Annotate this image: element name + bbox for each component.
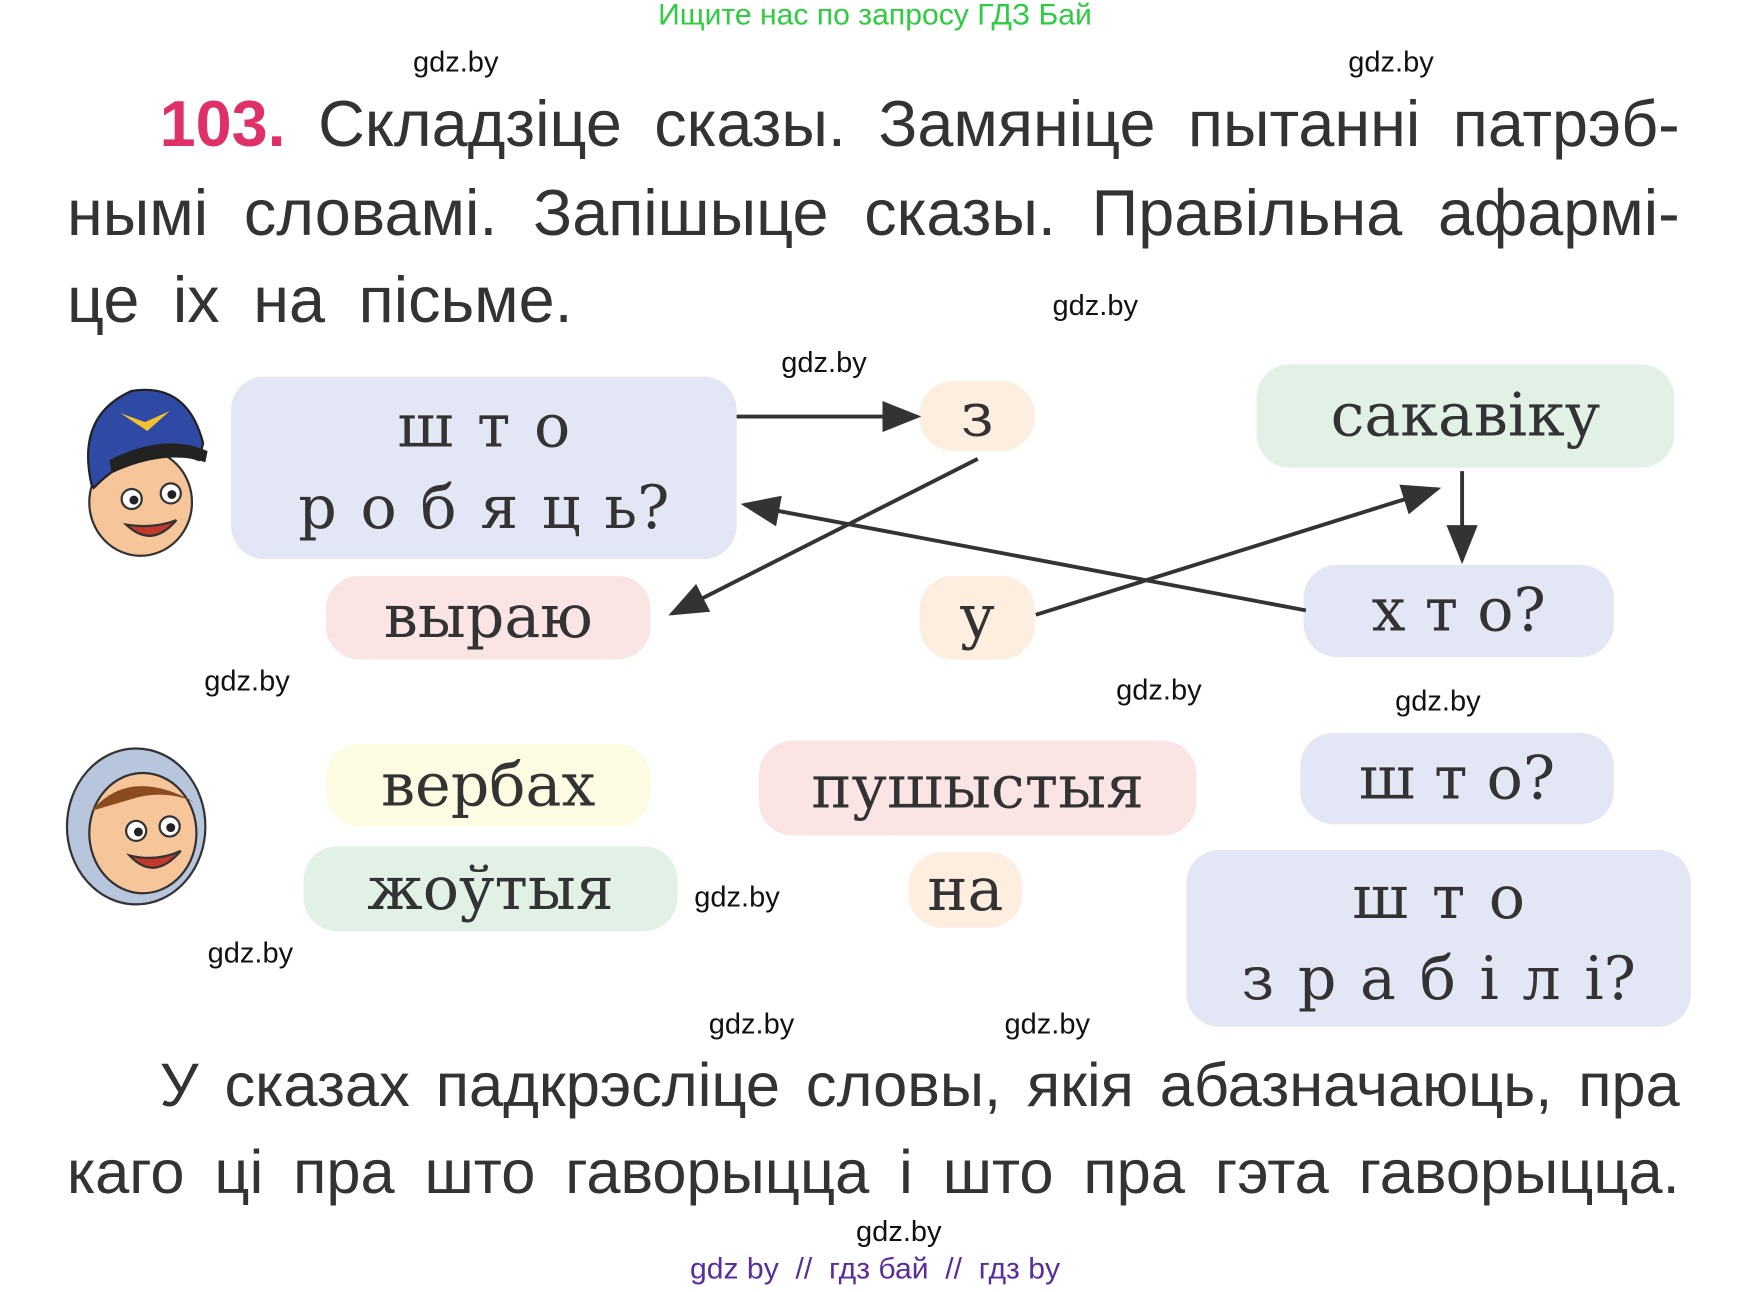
watermark: gdz.by <box>1348 44 1434 78</box>
watermark: gdz.by <box>1004 1006 1090 1041</box>
task-text: Складзіце сказы. Замяніце пытанні патрэб… <box>318 87 1680 161</box>
footer-links[interactable]: gdz by // гдз бай // гдз by <box>689 1251 1061 1286</box>
watermark: gdz.by <box>412 44 499 78</box>
word-box-zhoutyya: жоўтыя <box>303 846 678 932</box>
word-box-what-did: ш т о з р а б і л і? <box>1186 849 1691 1027</box>
word-box-verbakh: вербах <box>325 744 651 827</box>
watermark: gdz.by <box>694 879 780 914</box>
word-box-u: у <box>919 575 1035 660</box>
word-box-who: х т о? <box>1303 564 1614 658</box>
task-number: 103. <box>159 87 286 161</box>
word-box-what-q: ш т о? <box>1300 732 1614 825</box>
watermark: gdz.by <box>1116 672 1202 707</box>
word-box-vyrayu: выраю <box>325 575 651 660</box>
word-do: р о б я ц ь? <box>298 472 670 543</box>
watermark: gdz.by <box>708 1006 795 1041</box>
word-what: ш т о <box>397 391 571 462</box>
watermark: gdz.by <box>781 345 867 379</box>
task-line-2: нымі словамі. Запішыце сказы. Правільна … <box>66 177 1680 250</box>
word-box-sakaviku: сакавіку <box>1256 364 1675 468</box>
watermark: gdz.by <box>856 1214 942 1248</box>
pilot-boy-icon <box>87 388 208 557</box>
word-box-z: з <box>919 380 1035 452</box>
watermark: gdz.by <box>1052 288 1138 322</box>
task-line-3: це іх на пісьме. <box>66 263 573 337</box>
arrow-4 <box>1035 484 1442 617</box>
arrow-3 <box>740 495 1307 613</box>
watermark: gdz.by <box>207 935 294 970</box>
arrow-2 <box>668 457 979 616</box>
word-box-pushystyya: пушыстыя <box>758 740 1197 836</box>
word-what: ш т о <box>1352 861 1526 932</box>
word-box-na: на <box>908 852 1023 928</box>
watermark: gdz.by <box>1395 683 1481 718</box>
task-line-1: 103. Складзіце сказы. Замяніце пытанні п… <box>160 87 1680 162</box>
bottom-line-1: У сказах падкрэсліце словы, якія абазнач… <box>159 1050 1680 1120</box>
word-did: з р а б і л і? <box>1241 942 1636 1014</box>
word-box-what-do: ш т о р о б я ц ь? <box>231 376 737 560</box>
astronaut-boy-icon <box>65 747 207 906</box>
bottom-line-2: каго ці пра што гаворыцца і што пра гэта… <box>66 1137 1680 1207</box>
watermark: gdz.by <box>204 663 290 698</box>
header-banner[interactable]: Ищите нас по запросу ГДЗ Бай <box>658 0 1092 32</box>
